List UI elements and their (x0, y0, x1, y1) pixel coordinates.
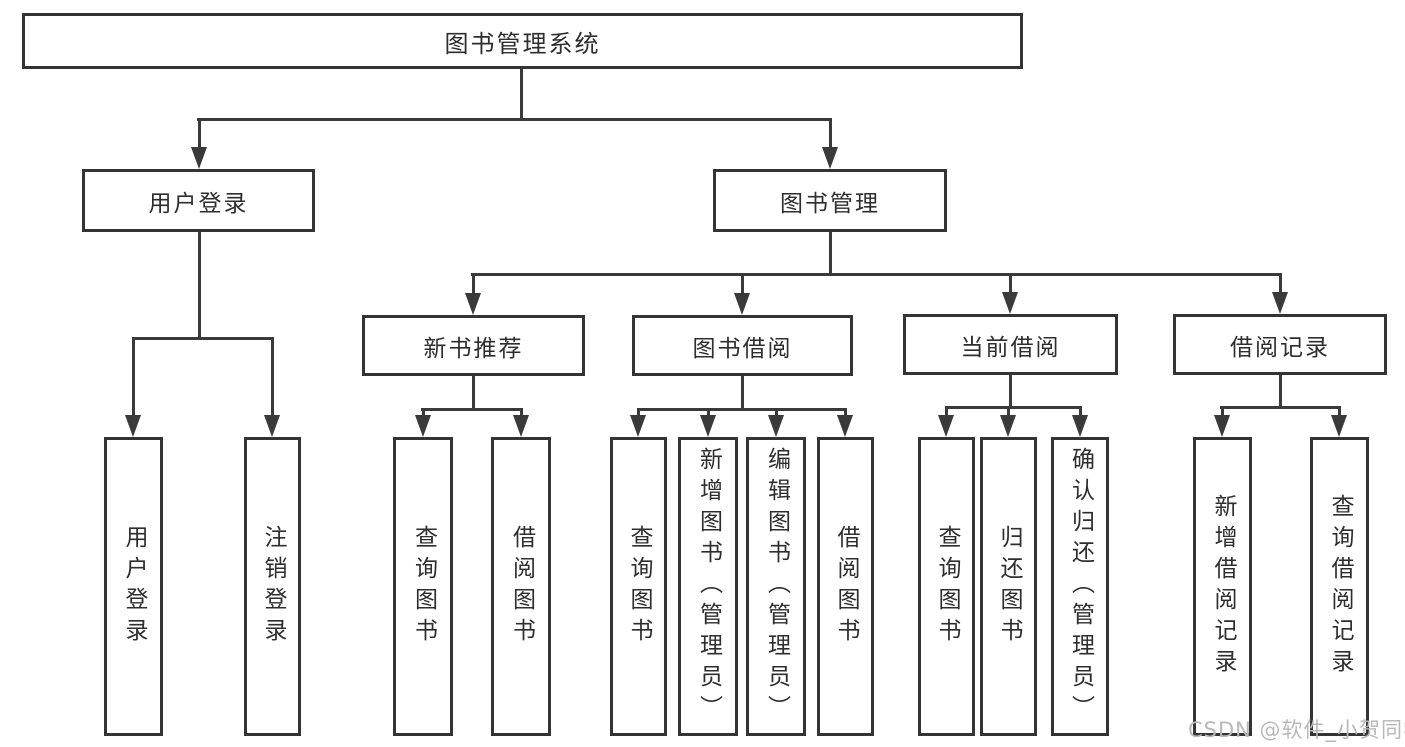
connector-book-borrow-rail (637, 408, 847, 411)
leaf-borrow-book-2: 借阅图书 (817, 437, 874, 736)
node-current-borrow-label: 当前借阅 (960, 334, 1061, 361)
node-book-borrow: 图书借阅 (632, 315, 853, 376)
connector-book-management-stem (829, 232, 832, 273)
arrow-to-leaf-add-book (699, 408, 717, 437)
csdn-watermark: CSDN @软件_小贺同学 (1188, 718, 1405, 742)
leaf-query-book-1-label: 查询图书 (410, 524, 437, 649)
leaf-borrow-book-1-label: 借阅图书 (508, 524, 535, 649)
connector-borrow-records-rail (1220, 406, 1340, 409)
arrow-to-current-borrow (1001, 273, 1019, 314)
leaf-borrow-book-1: 借阅图书 (491, 437, 551, 736)
arrow-to-new-book-recommend (464, 273, 482, 315)
arrow-to-leaf-add-record (1214, 406, 1231, 437)
leaf-query-book-2: 查询图书 (610, 437, 667, 736)
node-book-management: 图书管理 (713, 169, 947, 232)
arrow-to-leaf-return-book (1000, 406, 1017, 437)
node-user-login-label: 用户登录 (148, 190, 249, 217)
node-user-login: 用户登录 (82, 169, 315, 232)
node-current-borrow: 当前借阅 (903, 314, 1118, 375)
node-new-book-recommend: 新书推荐 (362, 315, 585, 376)
leaf-edit-book-admin-label: 编辑图书（管理员） (763, 447, 790, 726)
leaf-query-book-1: 查询图书 (393, 437, 453, 736)
leaf-add-book-admin-label: 新增图书（管理员） (695, 447, 722, 726)
connector-new-book-rail (421, 408, 522, 411)
leaf-query-book-3-label: 查询图书 (934, 524, 960, 649)
leaf-return-book-label: 归还图书 (996, 524, 1022, 649)
node-book-borrow-label: 图书借阅 (692, 335, 793, 362)
leaf-add-borrow-record: 新增借阅记录 (1193, 437, 1252, 736)
connector-user-login-rail (132, 337, 274, 340)
connector-user-login-stem (198, 232, 201, 337)
arrow-to-user-login (190, 118, 208, 169)
leaf-query-book-3: 查询图书 (918, 437, 975, 736)
leaf-user-login: 用户登录 (104, 437, 163, 736)
connector-level3-rail (471, 273, 1281, 276)
leaf-query-book-2-label: 查询图书 (626, 524, 652, 649)
arrow-to-leaf-query-record (1331, 406, 1348, 437)
node-root-label: 图书管理系统 (444, 29, 601, 58)
leaf-add-borrow-record-label: 新增借阅记录 (1210, 493, 1236, 680)
leaf-edit-book-admin: 编辑图书（管理员） (746, 437, 806, 736)
connector-current-borrow-stem (1009, 375, 1012, 406)
connector-current-borrow-rail (945, 406, 1080, 409)
leaf-logout-label: 注销登录 (260, 524, 286, 649)
node-borrow-records: 借阅记录 (1173, 314, 1387, 375)
arrow-to-leaf-borrow-book-2 (837, 408, 854, 437)
node-root: 图书管理系统 (22, 13, 1023, 69)
leaf-add-book-admin: 新增图书（管理员） (678, 437, 738, 736)
leaf-borrow-book-2-label: 借阅图书 (833, 524, 859, 649)
leaf-confirm-return-admin: 确认归还（管理员） (1051, 437, 1109, 736)
connector-borrow-records-stem (1279, 375, 1282, 406)
arrow-to-leaf-confirm-return (1071, 406, 1089, 437)
connector-new-book-stem (472, 376, 475, 408)
arrow-to-book-borrow (733, 273, 751, 315)
arrow-to-book-management (821, 118, 839, 169)
arrow-to-borrow-records (1271, 273, 1289, 314)
node-new-book-recommend-label: 新书推荐 (423, 335, 524, 362)
node-borrow-records-label: 借阅记录 (1230, 334, 1330, 361)
arrow-to-leaf-query-book-2 (630, 408, 647, 437)
arrow-to-leaf-logout (264, 337, 281, 437)
leaf-query-borrow-record-label: 查询借阅记录 (1327, 493, 1353, 680)
leaf-query-borrow-record: 查询借阅记录 (1310, 437, 1369, 736)
node-book-management-label: 图书管理 (780, 190, 880, 217)
arrow-to-leaf-borrow-book-1 (512, 408, 530, 437)
leaf-logout: 注销登录 (244, 437, 301, 736)
arrow-to-leaf-query-book-1 (414, 408, 432, 437)
leaf-return-book: 归还图书 (980, 437, 1037, 736)
connector-root-stem (520, 69, 523, 118)
arrow-to-leaf-query-book-3 (938, 406, 955, 437)
arrow-to-leaf-login (125, 337, 142, 437)
leaf-user-login-label: 用户登录 (121, 524, 147, 649)
arrow-to-leaf-edit-book (767, 408, 785, 437)
leaf-confirm-return-admin-label: 确认归还（管理员） (1067, 447, 1094, 726)
connector-level2-rail (197, 118, 832, 121)
connector-book-borrow-stem (741, 376, 744, 408)
